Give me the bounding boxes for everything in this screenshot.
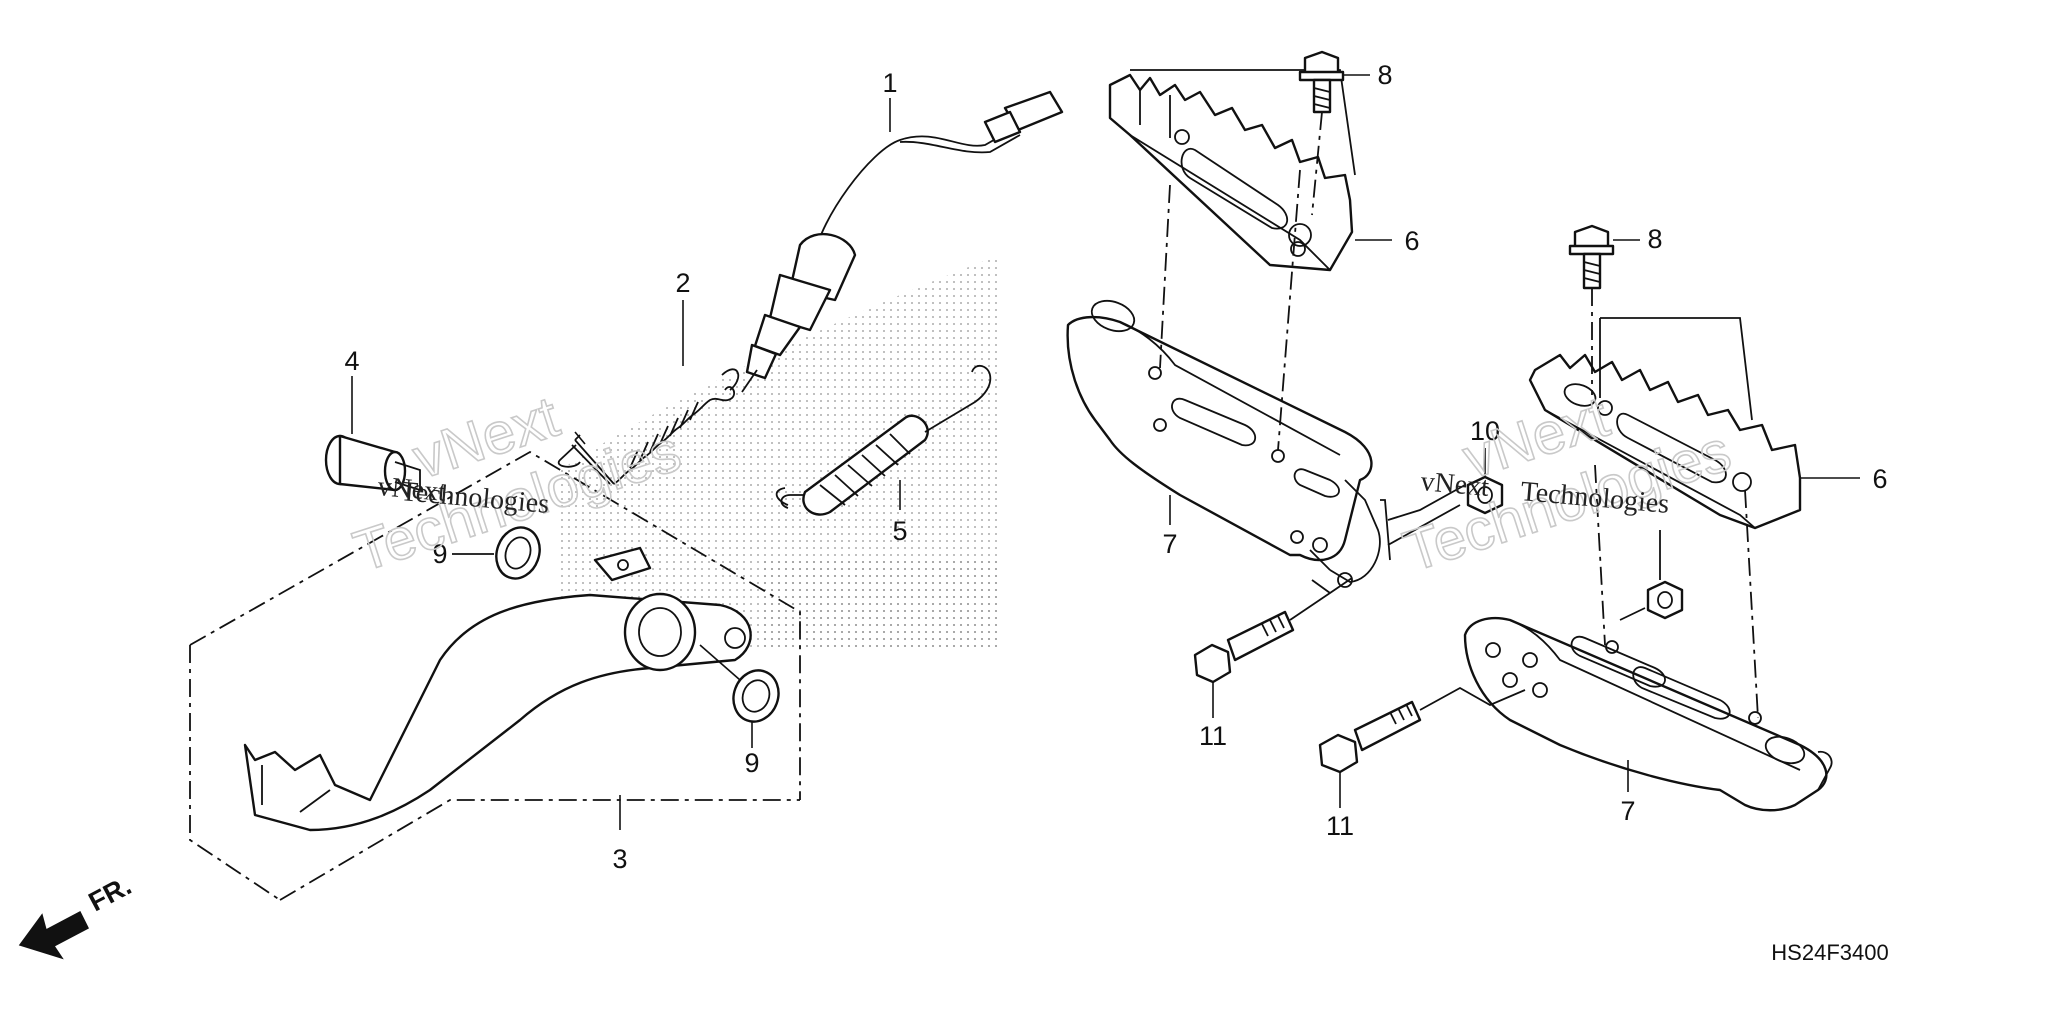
callout-11-upper: 11 xyxy=(1199,721,1227,751)
mounting-bolt-11-lower xyxy=(1318,686,1526,808)
watermark-left-text-prefix: vNext xyxy=(376,471,447,508)
alignment-line-lower-left xyxy=(1594,464,1606,646)
stop-switch-cable xyxy=(741,90,1064,393)
callout-8-upper: 8 xyxy=(1377,60,1392,90)
switch-spring xyxy=(557,300,740,485)
flange-bolt-upper xyxy=(1298,50,1370,114)
flange-nut-10 xyxy=(1380,448,1504,561)
callout-6-upper: 6 xyxy=(1404,226,1419,256)
callout-8-lower: 8 xyxy=(1647,224,1662,254)
callout-10: 10 xyxy=(1470,416,1500,446)
callout-4: 4 xyxy=(344,346,359,376)
callout-6-lower: 6 xyxy=(1872,464,1887,494)
callout-2: 2 xyxy=(675,268,690,298)
callout-3: 3 xyxy=(612,844,627,874)
callout-9-upper: 9 xyxy=(432,539,447,569)
callout-11-lower: 11 xyxy=(1326,811,1354,841)
alignment-line-bolt-8-upper xyxy=(1311,111,1323,216)
callout-9-lower: 9 xyxy=(744,748,759,778)
alignment-line-upper-right xyxy=(1277,169,1301,451)
callout-7-upper: 7 xyxy=(1162,529,1177,559)
alignment-line-upper-left xyxy=(1159,184,1171,369)
flange-bolt-lower xyxy=(1568,224,1640,290)
watermark-right-text-prefix: vNext xyxy=(1419,466,1490,503)
dust-seal-lower xyxy=(699,644,780,748)
callout-7-lower: 7 xyxy=(1620,796,1635,826)
brake-pedal-group-outline xyxy=(189,450,801,901)
footpeg-bracket-lower xyxy=(1463,616,1833,812)
brake-pedal xyxy=(243,546,752,832)
callout-5: 5 xyxy=(892,516,907,546)
footpeg-pad-lower xyxy=(1528,317,1860,530)
footpeg-bracket-upper xyxy=(1066,299,1381,588)
footpeg-pad-upper xyxy=(1108,69,1392,272)
diagram-code: HS24F3400 xyxy=(1771,940,1888,965)
pedal-pivot-bolt xyxy=(324,376,421,492)
front-direction-arrow: FR. xyxy=(18,870,136,960)
stippled-wing-logo xyxy=(560,255,1000,650)
front-direction-label: FR. xyxy=(84,870,136,917)
alignment-line-lower-right xyxy=(1744,489,1759,719)
brake-return-spring xyxy=(775,365,992,516)
callout-1: 1 xyxy=(882,68,897,98)
mounting-bolt-11-upper xyxy=(1193,577,1353,718)
flange-nut-lower xyxy=(1619,530,1684,621)
